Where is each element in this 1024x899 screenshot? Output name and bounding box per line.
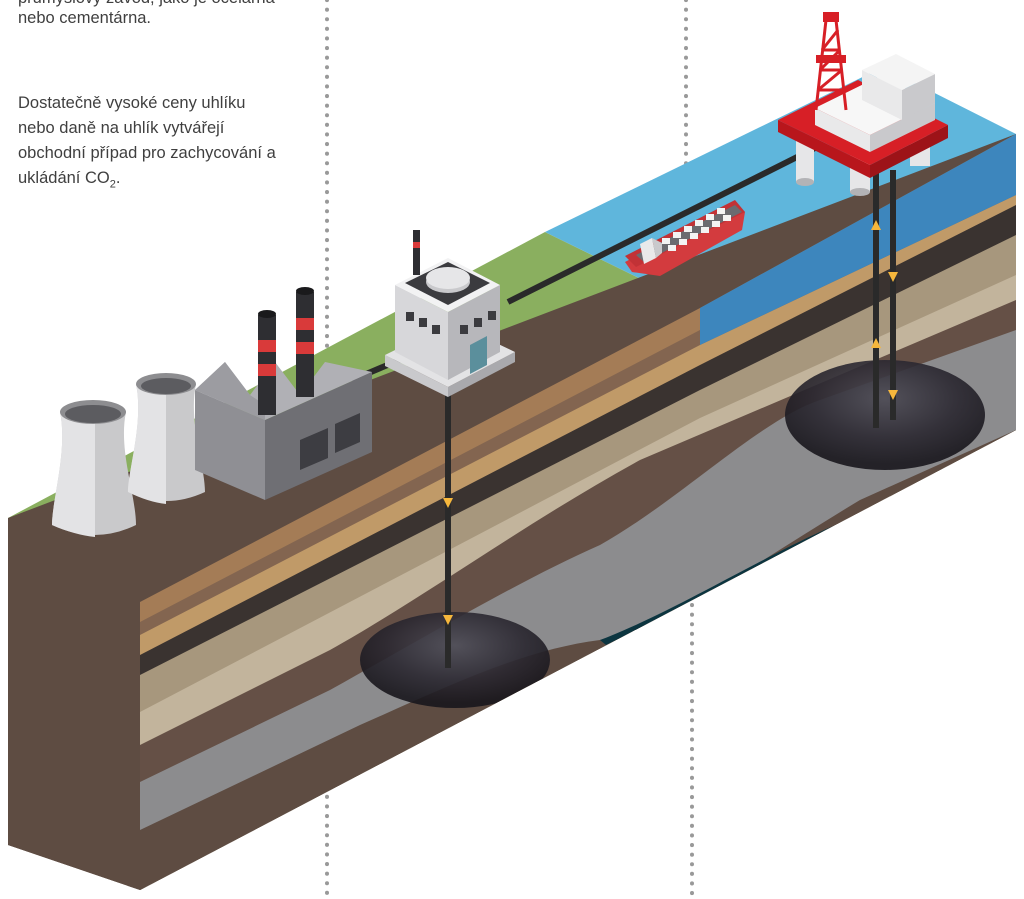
paragraph-line-3: obchodní případ pro zachycování a [18, 144, 276, 162]
sea-front-face [700, 134, 1016, 345]
co2-subscript: 2 [109, 178, 116, 191]
clipped-text-line: průmyslový závod, jako je ocelárna [18, 0, 275, 11]
text-line-cementarna: nebo cementárna. [18, 9, 152, 27]
co2-text: ukládání CO [18, 169, 110, 187]
storage-pocket-onshore [360, 612, 550, 708]
co2-flow-arrow-icon [888, 272, 898, 282]
paragraph-line-4: ukládání CO2. [18, 166, 120, 197]
tanker-ship-icon [625, 200, 745, 276]
cooling-tower-icon [128, 373, 205, 504]
capture-plant-icon [385, 230, 515, 397]
offshore-platform-icon [778, 12, 948, 196]
cooling-tower-icon [52, 400, 136, 537]
co2-flow-arrow-icon [443, 615, 453, 625]
paragraph-line-2: nebo daně na uhlík vytvářejí [18, 119, 225, 137]
co2-flow-arrow-icon [871, 338, 881, 348]
co2-flow-arrow-icon [443, 498, 453, 508]
co2-flow-arrow-icon [888, 390, 898, 400]
paragraph-end-period: . [115, 169, 121, 187]
co2-flow-arrow-icon [871, 220, 881, 230]
paragraph-line-1: Dostatečně vysoké ceny uhlíku [18, 94, 246, 112]
factory-icon [195, 287, 372, 500]
storage-pocket-offshore [785, 360, 985, 470]
pipeline-capture-to-platform [506, 145, 817, 305]
